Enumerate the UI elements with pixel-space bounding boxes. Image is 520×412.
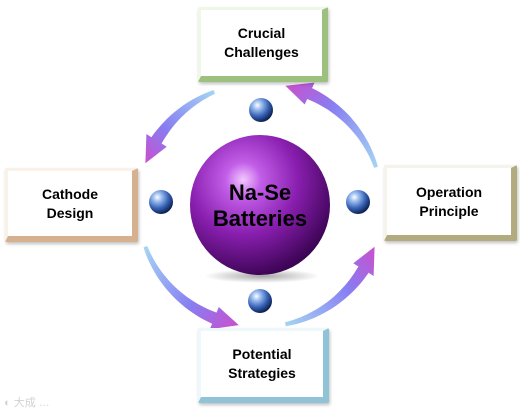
connector-balls [149, 98, 370, 313]
node-cathode-design: Cathode Design [5, 168, 138, 242]
node-label-bottom: Potential Strategies [228, 346, 296, 381]
watermark-logo: ◐ 大成 … [4, 397, 50, 409]
connector-ball-bottom [248, 289, 272, 313]
node-label-top: Crucial Challenges [224, 25, 299, 60]
node-label-left: Cathode Design [42, 185, 98, 221]
connector-ball-left [149, 190, 173, 214]
connector-ball-right [346, 190, 370, 214]
node-potential-strategies: Potential Strategies [198, 328, 329, 403]
arrow-lower-left [143, 246, 239, 330]
connector-ball-top [249, 98, 273, 122]
arrow-lower-right [284, 246, 375, 327]
center-label: Na-Se Batteries [212, 180, 308, 231]
center-sphere [190, 135, 330, 275]
arrow-upper-left [145, 90, 215, 164]
arrow-upper-right [285, 82, 378, 168]
node-operation-principle: Operation Principle [384, 165, 517, 241]
sphere-shadow [204, 269, 320, 283]
cycle-arrows [143, 82, 378, 330]
node-crucial-challenges: Crucial Challenges [198, 7, 328, 82]
node-label-right: Operation Principle [415, 183, 483, 219]
